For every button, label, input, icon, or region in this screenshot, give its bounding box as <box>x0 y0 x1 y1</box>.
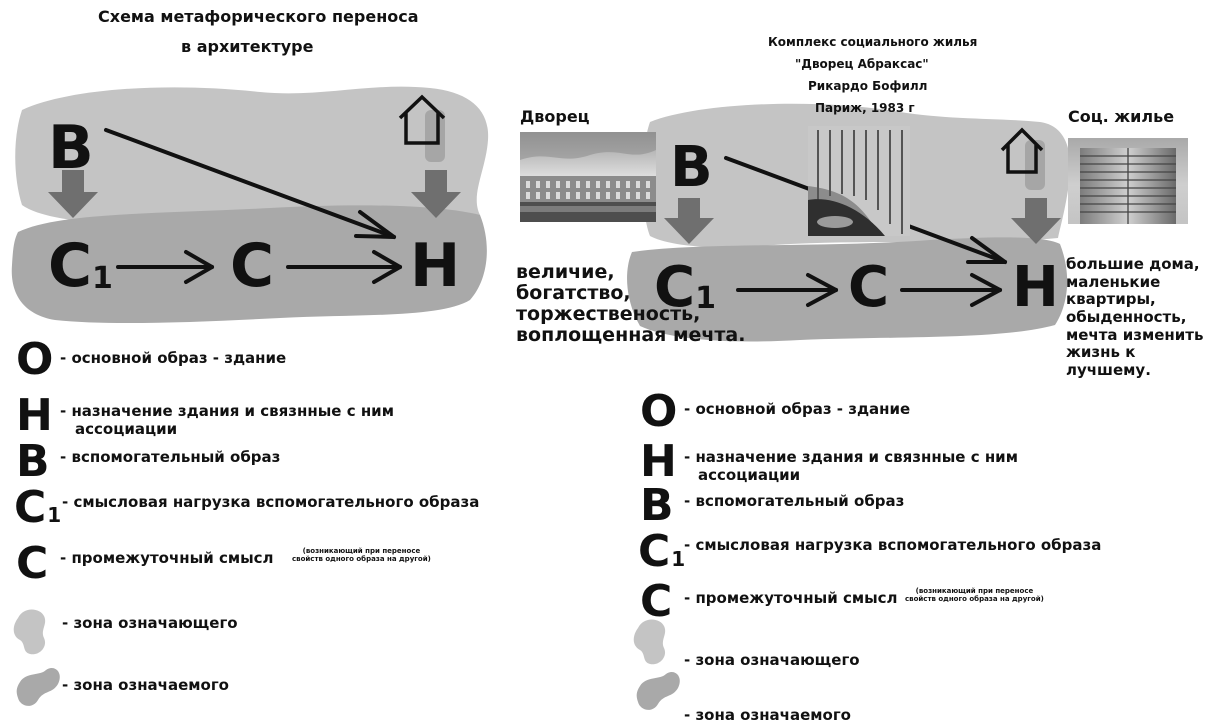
left-legend-zone1-text: - зона означающего <box>62 614 238 632</box>
right-symbol-c1-letter: С <box>654 255 695 320</box>
left-legend-c1-symbol: С1 <box>14 486 61 530</box>
social-assoc-5: мечта изменить <box>1066 325 1204 344</box>
left-legend-o-symbol: О <box>16 334 54 385</box>
right-legend-zone2-text: - зона означаемого <box>684 706 851 724</box>
right-symbol-c: С <box>848 255 889 320</box>
palace-assoc-2: богатство, <box>516 281 631 304</box>
left-legend-h-text-1: - назначение здания и связнные с ним <box>60 402 394 420</box>
right-legend-signified-zone-icon <box>636 671 680 710</box>
right-legend-c-text: - промежуточный смысл <box>684 589 898 607</box>
social-assoc-4: обыденность, <box>1066 308 1187 327</box>
left-legend-b-symbol: В <box>16 436 50 487</box>
right-legend-c1-sub: 1 <box>671 547 686 571</box>
palace-associations: величие, богатство, торжественость, вопл… <box>516 262 745 346</box>
left-legend-c-note-2: свойств одного образа на другой) <box>292 554 431 563</box>
palace-assoc-4: воплощенная мечта. <box>516 323 746 346</box>
left-symbol-c1: С1 <box>48 236 113 296</box>
right-legend-b-symbol: В <box>640 480 674 531</box>
right-signified-zone <box>627 237 1068 342</box>
left-title-line2: в архитектуре <box>181 37 314 56</box>
left-legend-h-text-2: ассоциации <box>75 420 178 438</box>
left-symbol-h: Н <box>410 231 460 301</box>
left-legend-signifier-zone-icon <box>13 609 46 655</box>
complex-title-line3: Рикардо Бофилл <box>808 79 928 93</box>
right-legend-signifier-zone-icon <box>633 619 666 665</box>
left-house-icon <box>398 94 446 162</box>
right-legend-c1-letter: С <box>638 526 671 577</box>
left-legend-c1-text: - смысловая нагрузка вспомогательного об… <box>62 493 480 511</box>
left-down-arrow-b <box>48 170 98 218</box>
right-legend-o-symbol: О <box>640 386 678 437</box>
right-arrow-c1-to-c <box>736 273 838 307</box>
left-legend-o-text: - основной образ - здание <box>60 349 287 367</box>
left-title-line1: Схема метафорического переноса <box>98 7 419 26</box>
abraxas-photo <box>808 126 910 236</box>
left-down-arrow-h <box>411 170 461 218</box>
left-legend-c1-letter: С <box>14 482 47 533</box>
social-assoc-3: квартиры, <box>1066 290 1156 309</box>
palace-assoc-3: торжественость, <box>516 302 701 325</box>
left-legend-zone2-text: - зона означаемого <box>62 676 229 694</box>
social-housing-label: Соц. жилье <box>1068 107 1175 126</box>
right-legend-h-symbol: Н <box>640 436 677 487</box>
right-legend-c1-symbol: С1 <box>638 530 685 574</box>
social-assoc-2: маленькие <box>1066 272 1161 291</box>
right-legend-c-note-2: свойств одного образа на другой) <box>905 594 1044 603</box>
right-symbol-c1-sub: 1 <box>695 281 716 316</box>
complex-title-line2: "Дворец Абраксас" <box>795 57 929 71</box>
palace-photo <box>520 132 656 222</box>
left-legend-c-text: - промежуточный смысл <box>60 549 274 567</box>
right-legend-h-text-2: ассоциации <box>698 466 801 484</box>
right-legend-zone1-text: - зона означающего <box>684 651 860 669</box>
left-legend-signified-zone-icon <box>16 667 60 706</box>
left-legend-c-symbol: С <box>16 538 49 589</box>
complex-title-line1: Комплекс социального жилья <box>768 35 978 49</box>
complex-title-line4: Париж, 1983 г <box>815 101 915 115</box>
right-legend-c1-text: - смысловая нагрузка вспомогательного об… <box>684 536 1102 554</box>
right-legend-c-note: (возникающий при переносе свойств одного… <box>905 587 1044 603</box>
right-down-arrow-b <box>664 198 714 244</box>
right-legend-c-symbol: С <box>640 576 673 627</box>
left-legend-c1-sub: 1 <box>47 503 62 527</box>
right-legend-b-text: - вспомогательный образ <box>684 492 905 510</box>
social-housing-photo <box>1068 138 1188 224</box>
left-arrow-c1-to-c <box>116 250 214 284</box>
left-signifier-zone <box>15 86 489 224</box>
left-arrow-b-to-h <box>104 128 396 239</box>
right-arrow-c-to-h <box>900 273 1002 307</box>
left-legend-c-note: (возникающий при переносе свойств одного… <box>292 547 431 563</box>
right-symbol-h: Н <box>1012 255 1059 320</box>
palace-label: Дворец <box>520 107 590 126</box>
right-legend-o-text: - основной образ - здание <box>684 400 911 418</box>
right-legend-h-text-1: - назначение здания и связнные с ним <box>684 448 1018 466</box>
social-associations: большие дома, маленькие квартиры, обыден… <box>1066 255 1225 380</box>
left-legend-b-text: - вспомогательный образ <box>60 448 281 466</box>
right-down-arrow-h <box>1011 198 1061 244</box>
palace-assoc-1: величие, <box>516 261 615 283</box>
left-symbol-c1-sub: 1 <box>92 261 113 296</box>
left-legend-h-symbol: Н <box>16 390 53 441</box>
right-legend-c-note-1: (возникающий при переносе <box>915 587 1034 595</box>
left-arrow-c-to-h <box>286 250 402 284</box>
right-symbol-c1: С1 <box>654 260 716 316</box>
left-legend-c-note-1: (возникающий при переносе <box>302 547 421 555</box>
left-symbol-c: С <box>230 231 274 301</box>
right-symbol-b: В <box>670 135 713 200</box>
right-house-icon <box>1000 127 1045 190</box>
social-assoc-1: большие дома, <box>1066 255 1200 273</box>
social-assoc-6: жизнь к лучшему. <box>1066 343 1151 380</box>
left-symbol-b: В <box>48 113 94 183</box>
left-symbol-c1-letter: С <box>48 231 92 301</box>
